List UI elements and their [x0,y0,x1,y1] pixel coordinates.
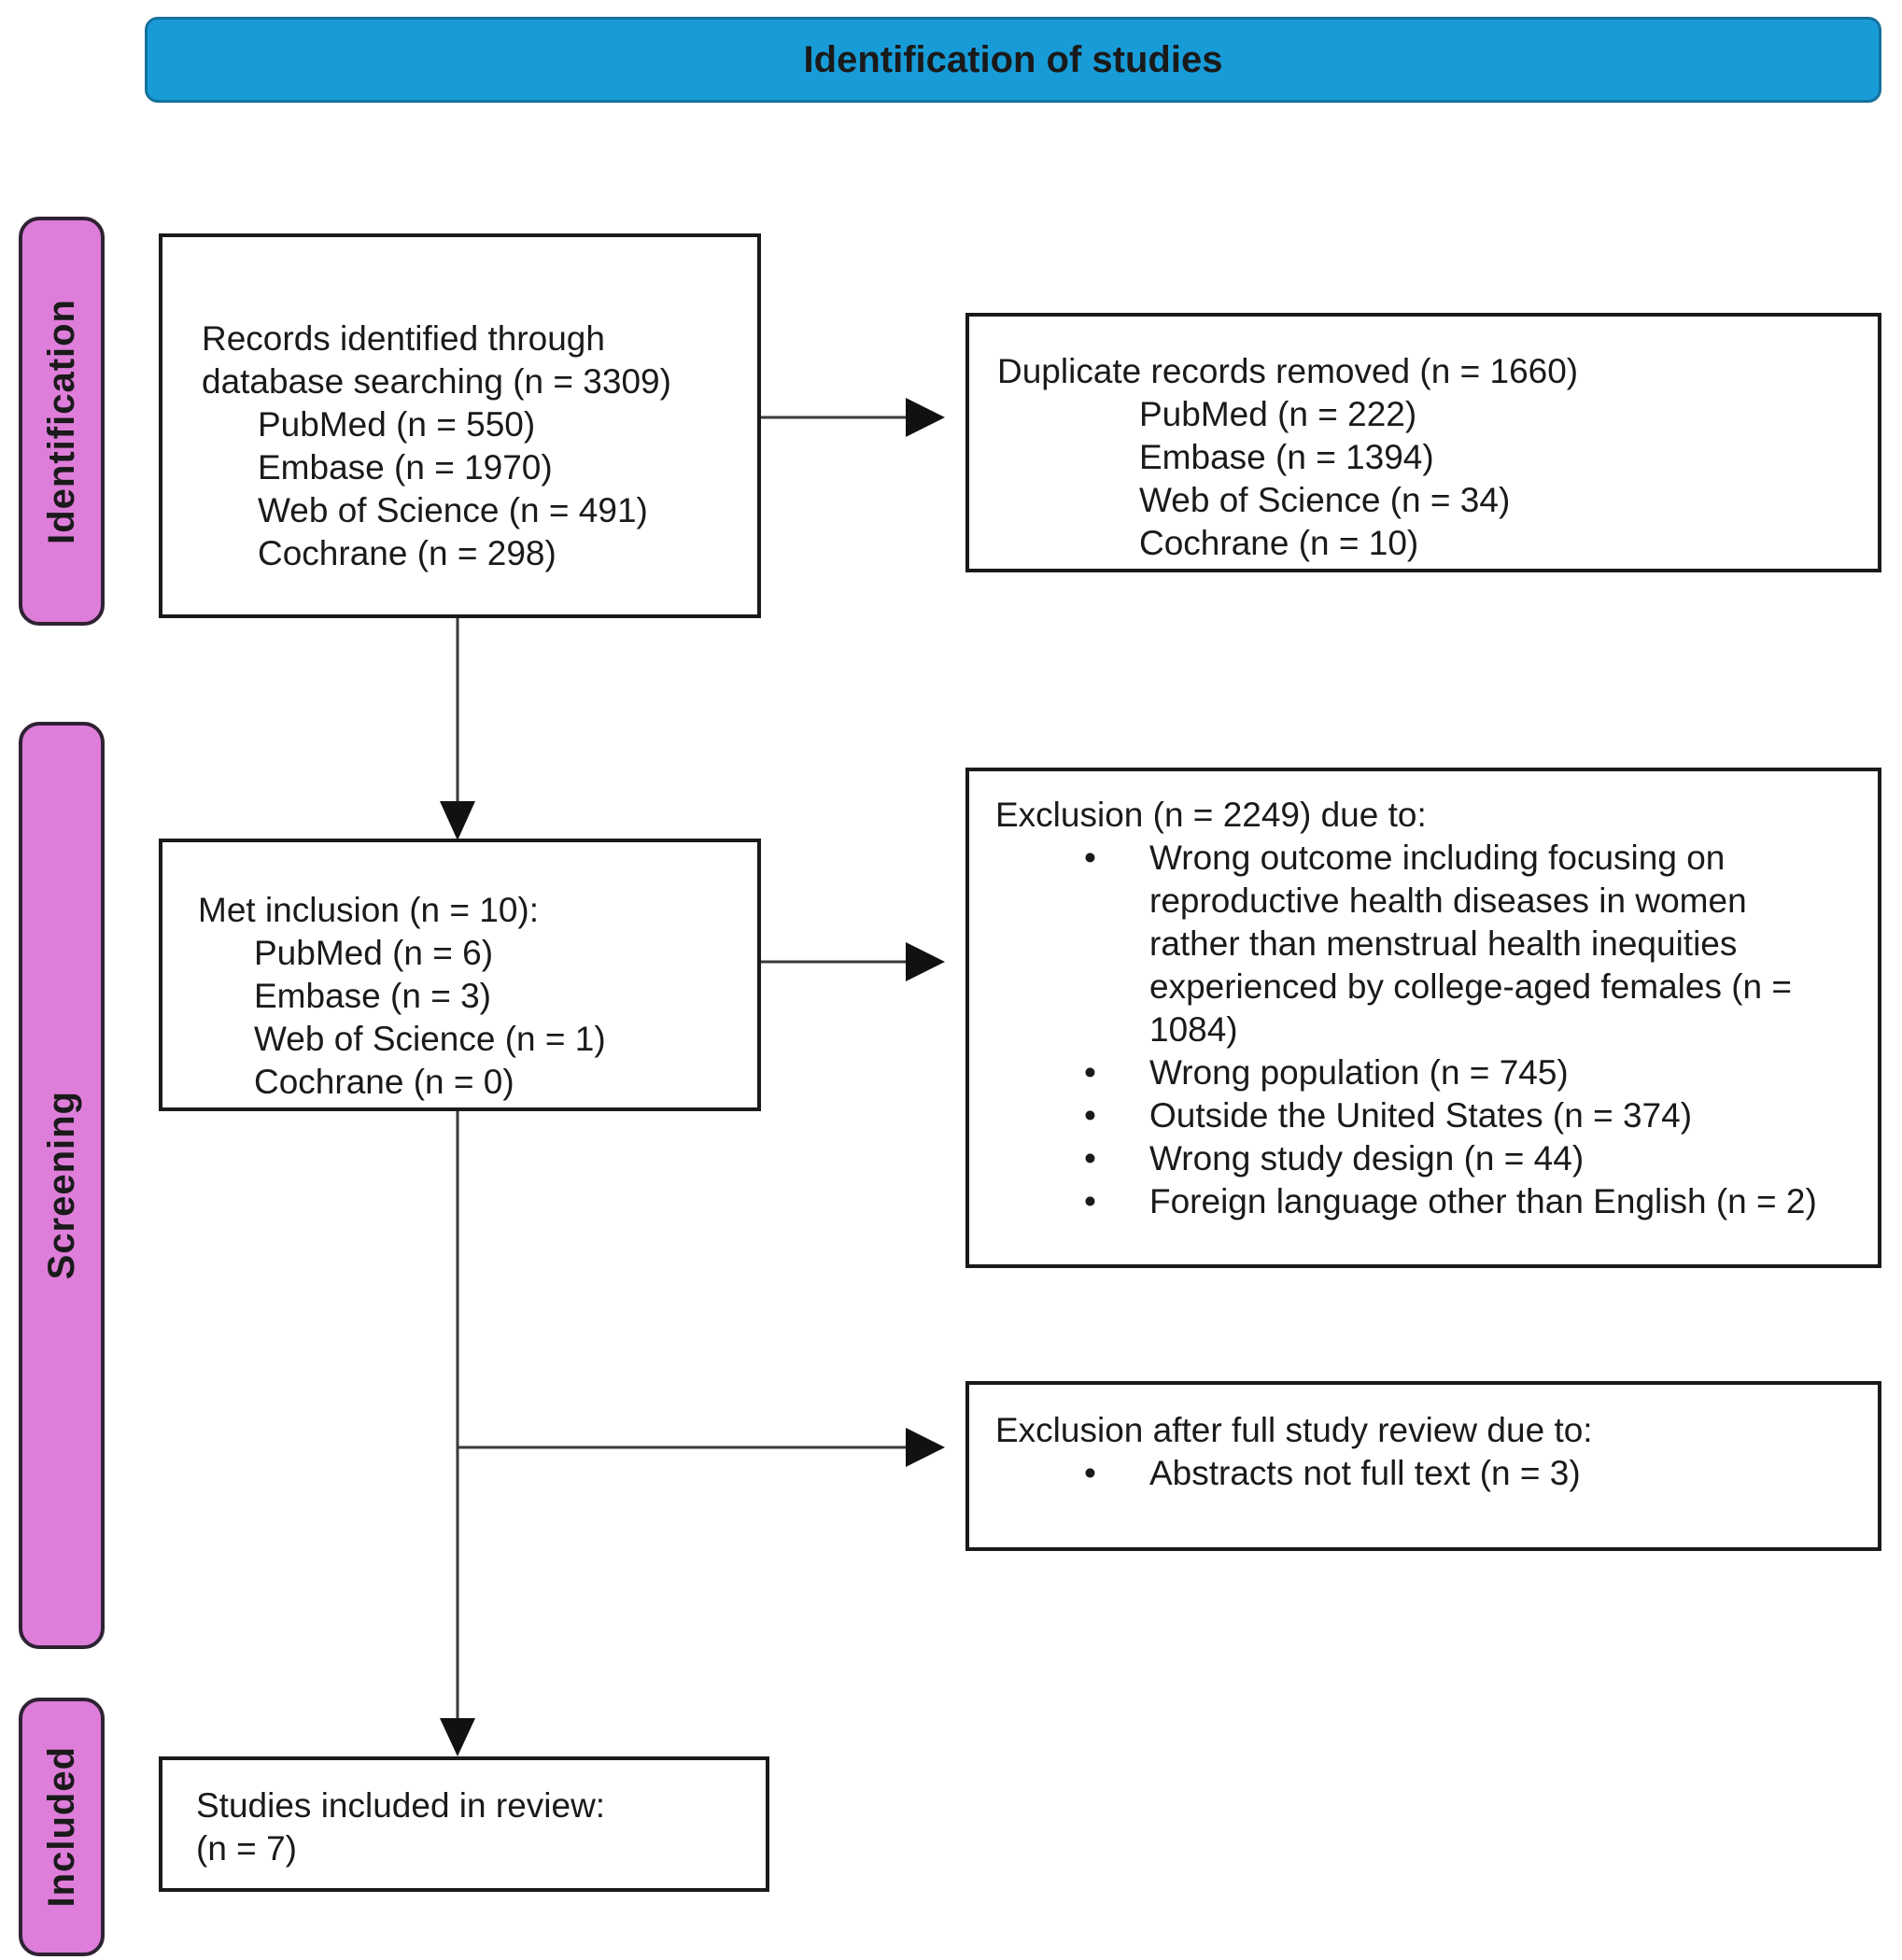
arrowhead-into-exclusion [906,942,945,981]
database-count: Cochrane (n = 298) [258,534,557,572]
box-duplicates-removed: Duplicate records removed (n = 1660) Pub… [965,313,1881,572]
stage-label-identification: Identification [41,298,82,544]
database-count: Web of Science (n = 491) [258,491,648,529]
database-count: PubMed (n = 6) [254,934,494,972]
database-count: Web of Science (n = 34) [1139,481,1511,519]
database-count: Embase (n = 3) [254,977,491,1015]
exclusion-reason: Wrong population (n = 745) [995,1051,1842,1094]
exclusion-full-review-reason-list: Abstracts not full text (n = 3) [995,1452,1842,1495]
stage-label-included: Included [41,1746,82,1908]
stage-label-screening: Screening [41,1091,82,1280]
included-studies-count: (n = 7) [196,1829,297,1868]
box-included-studies: Studies included in review: (n = 7) [159,1756,769,1892]
stage-bar-screening: Screening [19,722,105,1649]
exclusion-full-review-heading: Exclusion after full study review due to… [995,1411,1593,1449]
met-inclusion-database-list: PubMed (n = 6) Embase (n = 3) Web of Scien… [254,932,731,1104]
exclusion-reason: Wrong study design (n = 44) [995,1137,1842,1180]
database-count: Cochrane (n = 10) [1139,524,1419,562]
records-identified-database-list: PubMed (n = 550) Embase (n = 1970) Web of … [258,403,731,575]
exclusion-screening-reason-list: Wrong outcome including focusing on repr… [995,837,1842,1223]
records-identified-heading: Records identified through database sear… [202,319,671,401]
database-count: PubMed (n = 550) [258,405,536,444]
exclusion-screening-heading: Exclusion (n = 2249) due to: [995,796,1427,834]
arrowhead-into-met-inclusion [440,801,475,840]
met-inclusion-heading: Met inclusion (n = 10): [198,891,540,929]
box-exclusion-full-review: Exclusion after full study review due to… [965,1381,1881,1551]
stage-bar-included: Included [19,1698,105,1956]
duplicates-removed-database-list: PubMed (n = 222) Embase (n = 1394) Web of … [1139,393,1844,565]
stage-bar-identification: Identification [19,217,105,626]
database-count: Web of Science (n = 1) [254,1020,606,1058]
database-count: Cochrane (n = 0) [254,1063,514,1101]
arrowhead-into-exclusion-full [906,1428,945,1467]
banner-identification-of-studies: Identification of studies [145,17,1881,103]
included-studies-heading: Studies included in review: [196,1786,606,1825]
database-count: PubMed (n = 222) [1139,395,1417,433]
database-count: Embase (n = 1970) [258,448,553,486]
exclusion-reason: Outside the United States (n = 374) [995,1094,1842,1137]
arrowhead-into-included-studies [440,1718,475,1756]
exclusion-reason: Foreign language other than English (n =… [995,1180,1842,1223]
exclusion-reason: Abstracts not full text (n = 3) [995,1452,1842,1495]
database-count: Embase (n = 1394) [1139,438,1434,476]
banner-title: Identification of studies [803,39,1223,80]
exclusion-reason: Wrong outcome including focusing on repr… [995,837,1842,1051]
box-exclusion-screening: Exclusion (n = 2249) due to: Wrong outco… [965,768,1881,1268]
box-met-inclusion: Met inclusion (n = 10): PubMed (n = 6) Em… [159,839,761,1111]
duplicates-removed-heading: Duplicate records removed (n = 1660) [997,352,1579,390]
box-records-identified: Records identified through database sear… [159,233,761,618]
arrowhead-into-duplicates [906,398,945,437]
